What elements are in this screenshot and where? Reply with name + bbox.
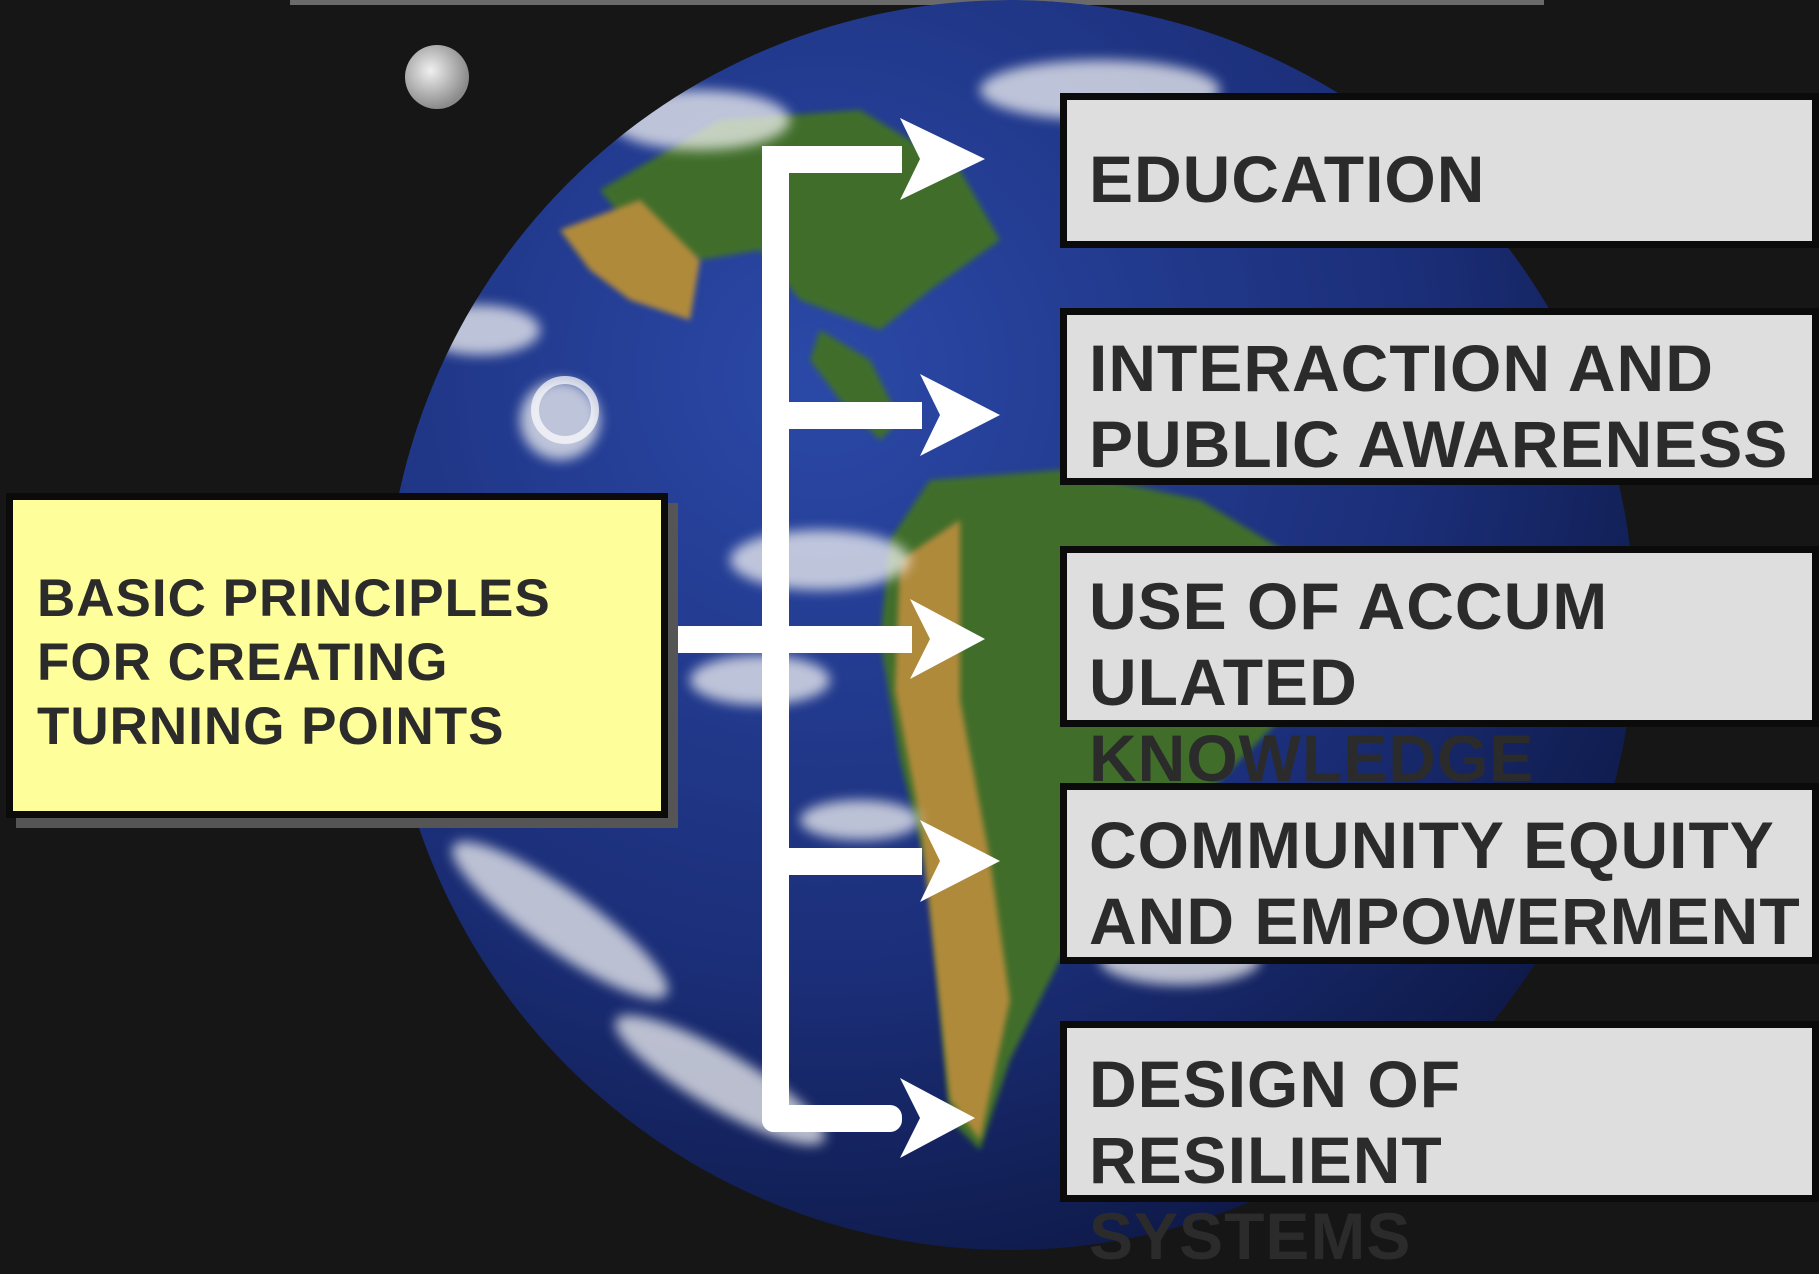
arrow-knowledge	[762, 599, 985, 679]
arrow-community	[762, 820, 1000, 902]
top-bar	[290, 0, 1544, 5]
principle-box-education: EDUCATION	[1060, 93, 1819, 248]
arrow-design	[762, 1078, 975, 1158]
arrow-interaction	[762, 374, 1000, 456]
main-concept-box: BASIC PRINCIPLES FOR CREATING TURNING PO…	[6, 493, 668, 818]
principle-box-interaction: INTERACTION AND PUBLIC AWARENESS	[1060, 308, 1819, 485]
arrow-education	[762, 118, 985, 200]
principle-box-community: COMMUNITY EQUITY AND EMPOWERMENT	[1060, 783, 1819, 964]
connector-arrows	[675, 118, 1000, 1158]
moon-icon	[405, 45, 469, 109]
principle-box-design: DESIGN OF RESILIENT SYSTEMS	[1060, 1021, 1819, 1273]
principle-box-knowledge: USE OF ACCUM ULATED KNOWLEDGE	[1060, 546, 1819, 795]
